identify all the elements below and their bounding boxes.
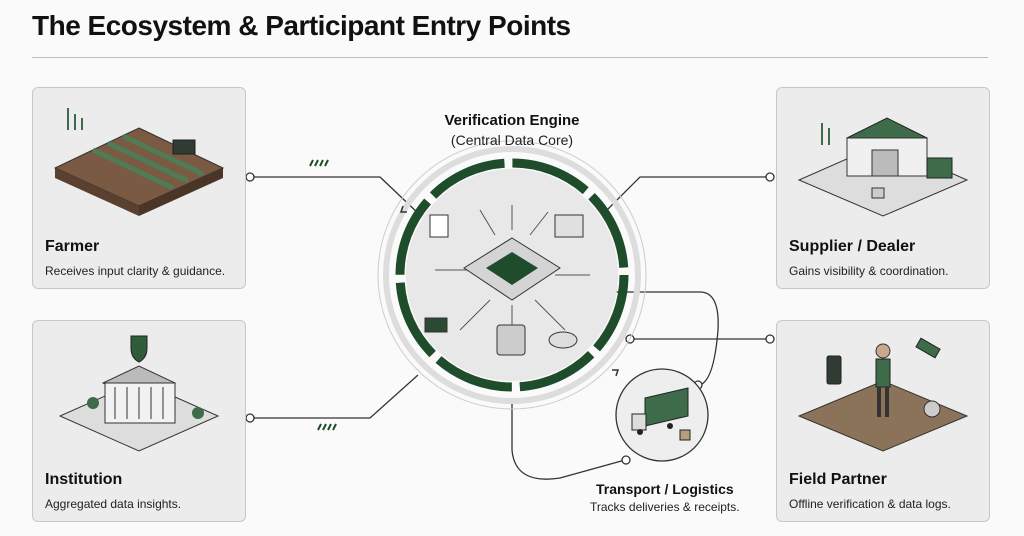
engine-subtitle: (Central Data Core) — [450, 132, 574, 148]
engine-title: Verification Engine — [444, 112, 580, 129]
farm-field-tractor-icon — [53, 108, 225, 216]
participant-card-institution[interactable]: Institution Aggregated data insights. — [32, 320, 246, 522]
transport-loop-upper — [612, 291, 719, 386]
participant-name: Institution — [45, 471, 123, 488]
truck-icon — [615, 368, 709, 462]
participant-card-supplier-dealer[interactable]: Supplier / Dealer Gains visibility & coo… — [776, 87, 990, 289]
participant-name: Field Partner — [789, 471, 887, 488]
title-divider — [32, 57, 988, 58]
participant-name: Supplier / Dealer — [789, 238, 916, 255]
participant-description: Receives input clarity & guidance. — [45, 264, 226, 278]
participant-description: Gains visibility & coordination. — [789, 264, 949, 278]
warehouse-icon — [797, 117, 969, 217]
transport-description: Tracks deliveries & receipts. — [590, 500, 740, 514]
farmer-connector — [250, 176, 421, 216]
page-title: The Ecosystem & Participant Entry Points — [32, 10, 571, 41]
field-worker-satellite-icon — [797, 337, 969, 452]
supplier-connector — [604, 176, 770, 213]
participant-card-farmer[interactable]: Farmer Receives input clarity & guidance… — [32, 87, 246, 289]
verification-engine-icon — [377, 140, 647, 410]
transport-title: Transport / Logistics — [596, 481, 734, 497]
institution-connector — [250, 374, 419, 419]
participant-description: Aggregated data insights. — [45, 497, 182, 511]
institution-building-shield-icon — [58, 335, 220, 452]
transport-loop-lower — [511, 400, 626, 480]
participant-card-field-partner[interactable]: Field Partner Offline verification & dat… — [776, 320, 990, 522]
participant-name: Farmer — [45, 238, 100, 255]
participant-description: Offline verification & data logs. — [789, 497, 951, 511]
